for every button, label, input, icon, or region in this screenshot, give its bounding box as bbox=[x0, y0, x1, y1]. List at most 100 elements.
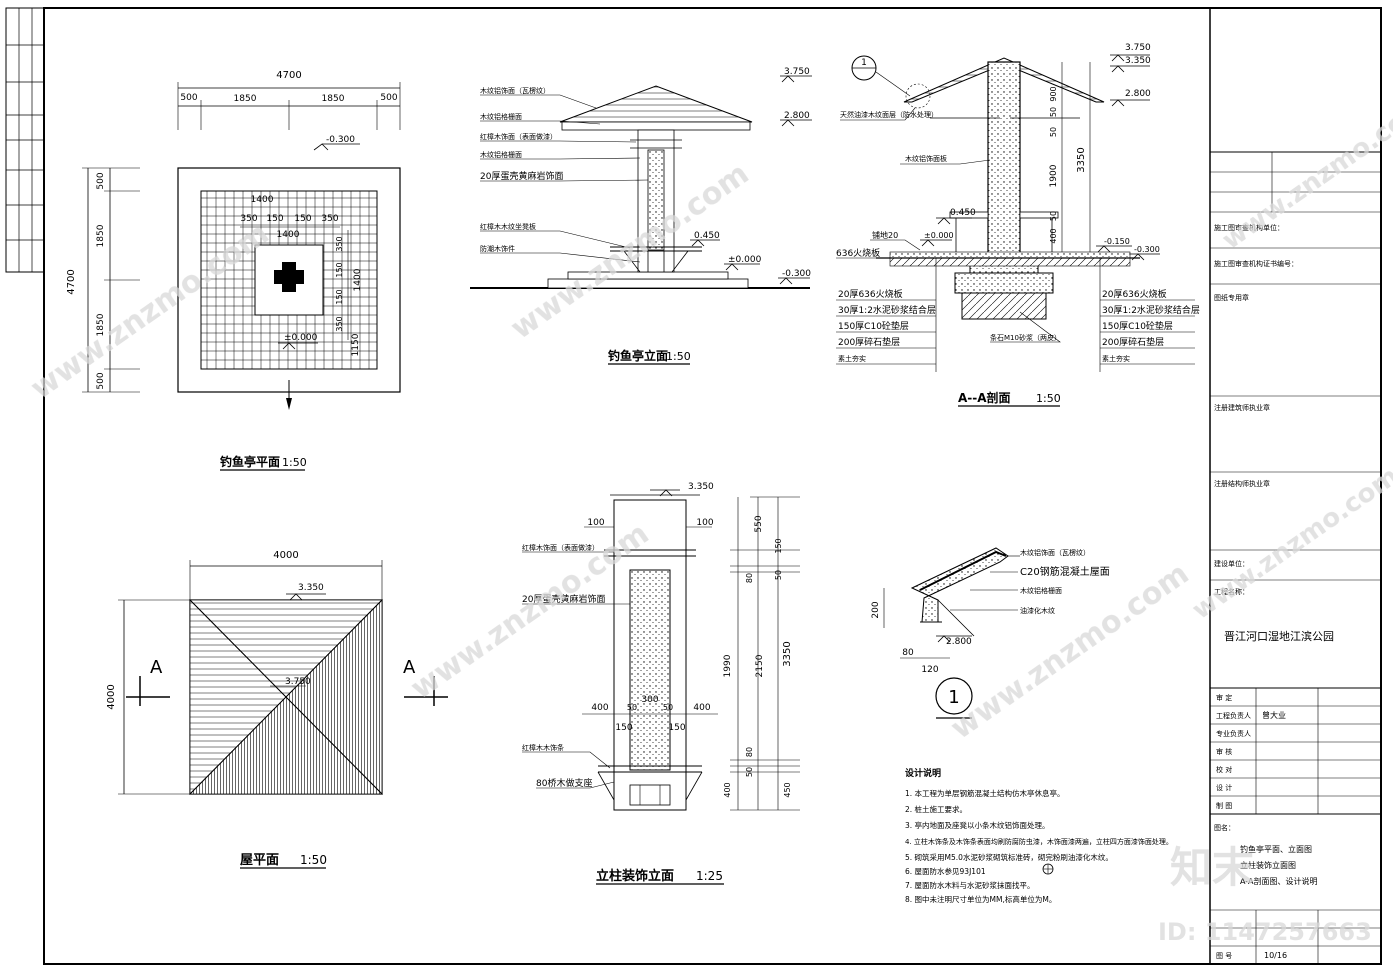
notes-title: 设计说明 bbox=[905, 767, 941, 779]
elevation-title: 钓鱼亭立面 bbox=[608, 348, 668, 363]
column-section-icon bbox=[274, 262, 304, 292]
section-dim-400: 400 bbox=[1049, 228, 1058, 243]
tb-role-5: 校 对 bbox=[1216, 765, 1232, 774]
tb-drawing-name-3: A-A剖面图、设计说明 bbox=[1240, 876, 1317, 886]
column-dim-r-3350: 3350 bbox=[782, 641, 793, 666]
notes-item-4: 4. 立柱木饰条及木饰条表面均刷防腐防虫漆，木饰面漆两遍，立柱四方面漆饰面处理。 bbox=[905, 837, 1173, 846]
section-note-stone2: 636火烧板 bbox=[836, 247, 880, 259]
plan-title: 钓鱼亭平面 bbox=[220, 454, 280, 469]
column-dim-r-50: 50 bbox=[774, 570, 783, 580]
tb-drawing-name-2: 立柱装饰立面图 bbox=[1240, 860, 1296, 870]
tb-role-7: 制 图 bbox=[1216, 801, 1232, 810]
elevation-scale: 1:50 bbox=[666, 350, 691, 363]
plan-scale: 1:50 bbox=[282, 456, 307, 469]
detail-dim-80: 80 bbox=[902, 648, 914, 658]
section-level-3750: 3.750 bbox=[1125, 43, 1151, 53]
tb-drawing-no-label: 图 号 bbox=[1216, 952, 1232, 960]
plan-dim-mid-left: 1850 bbox=[234, 94, 257, 104]
elev-level-2800: 2.800 bbox=[784, 111, 810, 121]
column-title: 立柱装饰立面 bbox=[596, 868, 674, 884]
tb-project-name: 晋江河口湿地江滨公园 bbox=[1224, 629, 1334, 643]
plan-dim-bot-v: 500 bbox=[96, 372, 106, 389]
watermark-id: ID: 1147257663 bbox=[1158, 918, 1372, 946]
layer-right-1: 20厚636火烧板 bbox=[1102, 288, 1167, 300]
title-block: 施工图审查机构单位： 施工图审查机构证书编号： 图纸专用章 注册建筑师执业章 注… bbox=[1209, 8, 1381, 964]
plan-dim-350-v: 350 bbox=[335, 236, 344, 251]
section-dim-1900: 1900 bbox=[1049, 164, 1059, 187]
plan-level-top: -0.300 bbox=[326, 135, 355, 145]
section-note-roof: 天然油漆木纹面层（防水处理） bbox=[840, 110, 938, 119]
pavilion-plan: 4700 500 1850 1850 500 4700 500 1850 185… bbox=[66, 70, 401, 471]
section-dim-50-b: 50 bbox=[1049, 127, 1058, 137]
plan-dim-150-a: 150 bbox=[266, 214, 283, 224]
detail-dim-200: 200 bbox=[871, 601, 881, 618]
roof-dim-vertical: 4000 bbox=[106, 684, 117, 709]
plan-dim-350-b: 350 bbox=[321, 214, 338, 224]
section-level-0000: ±0.000 bbox=[924, 231, 954, 240]
notes-item-1: 1. 本工程为单层钢筋混凝土结构仿木亭休息亭。 bbox=[905, 788, 1065, 798]
tb-unit-label: 施工图审查机构单位： bbox=[1214, 223, 1284, 232]
plan-dim-total-v: 4700 bbox=[66, 269, 77, 294]
detail-dim-120: 120 bbox=[921, 665, 938, 675]
detail-number-icon bbox=[935, 677, 973, 715]
column-note-4: 80桥木做支座 bbox=[536, 777, 592, 789]
plan-dim-350-v-b: 350 bbox=[335, 316, 344, 331]
section-note-stone: 铺地20 bbox=[872, 230, 898, 240]
section-scale: 1:50 bbox=[1036, 392, 1061, 405]
layer-right-4: 200厚碎石垫层 bbox=[1102, 336, 1164, 348]
plan-dim-150-v-b: 150 bbox=[335, 289, 344, 304]
column-dim-bot-1: 400 bbox=[591, 703, 608, 713]
section-mark-left: A bbox=[150, 657, 163, 678]
layer-right-5: 素土夯实 bbox=[1102, 354, 1130, 363]
column-note-2: 20厚蛋壳黄麻岩饰面 bbox=[522, 593, 605, 605]
section-level-0450: 0.450 bbox=[950, 208, 976, 218]
column-dim-r-550: 550 bbox=[754, 515, 764, 532]
tb-project-label: 工程名称： bbox=[1214, 587, 1249, 596]
column-dim-bot-2: 50 bbox=[627, 703, 637, 712]
section-note-footing: 条石M10砂浆（两皮） bbox=[990, 333, 1061, 342]
section-bubble-number: 1 bbox=[861, 58, 867, 68]
column-dim-150-right: 150 bbox=[668, 723, 685, 733]
elev-note-6: 红樟木木纹坐凳板 bbox=[480, 222, 536, 231]
roof-title: 屋平面 bbox=[240, 853, 279, 868]
tb-cert-label: 施工图审查机构证书编号： bbox=[1214, 259, 1298, 268]
column-dim-bot-5: 400 bbox=[693, 703, 710, 713]
column-level-3350: 3.350 bbox=[688, 482, 714, 492]
layer-left-5: 素土夯实 bbox=[838, 354, 866, 363]
section-level-3350: 3.350 bbox=[1125, 56, 1151, 66]
notes-item-5: 5. 砌筑采用M5.0水泥砂浆砌筑标准砖，砌完粉刷油漆化木纹。 bbox=[905, 852, 1113, 862]
column-dim-r-450: 450 bbox=[783, 782, 792, 797]
tb-person: 曾大业 bbox=[1262, 710, 1286, 720]
column-note-3: 红樟木木饰条 bbox=[522, 743, 564, 752]
notes-item-8: 8. 图中未注明尺寸单位为MM,标高单位为M。 bbox=[905, 894, 1056, 904]
column-note-1: 红樟木饰面（表面做漆） bbox=[522, 543, 599, 552]
detail-note-2: C20钢筋混凝土屋面 bbox=[1020, 565, 1110, 578]
notes-item-7: 7. 屋面防水木料与水泥砂浆抹面找平。 bbox=[905, 880, 1035, 890]
detail-note-4: 油漆化木纹 bbox=[1020, 606, 1055, 615]
roof-level-3750: 3.750 bbox=[285, 677, 311, 687]
layer-left-3: 150厚C10砼垫层 bbox=[838, 320, 909, 332]
column-dim-r-50b: 50 bbox=[745, 767, 754, 777]
notes-item-3: 3. 亭内地面及座凳以小条木纹铝饰面处理。 bbox=[905, 820, 1050, 830]
plan-dim-mid-bot-v: 1850 bbox=[96, 313, 106, 336]
column-elevation: 3.350 100 150 400 150 100 400 50 300 50 … bbox=[522, 482, 800, 885]
detail-note-1: 木纹铝饰面（瓦楞纹） bbox=[1020, 548, 1090, 557]
column-dim-top-1: 100 bbox=[587, 518, 604, 528]
column-scale: 1:25 bbox=[696, 869, 723, 883]
section-title: A--A剖面 bbox=[958, 390, 1011, 405]
column-dim-r-2150: 2150 bbox=[755, 654, 765, 677]
plan-dim-1400-v: 1400 bbox=[353, 268, 363, 291]
tb-review-stamp: 图纸专用章 bbox=[1214, 293, 1249, 302]
column-dim-r-80: 80 bbox=[745, 573, 754, 583]
roof-dim-horizontal: 4000 bbox=[273, 550, 298, 561]
sheet-frame bbox=[5, 7, 1382, 965]
section-level-m0300: -0.300 bbox=[1134, 245, 1160, 254]
tb-role-6: 设 计 bbox=[1216, 783, 1232, 792]
plan-dim-1150-v: 1150 bbox=[351, 333, 361, 356]
plan-dim-mid-right: 1850 bbox=[322, 94, 345, 104]
design-notes: 设计说明 1. 本工程为单层钢筋混凝土结构仿木亭休息亭。 2. 桩土施工要求。 … bbox=[905, 767, 1173, 904]
tb-build-unit: 建设单位： bbox=[1214, 559, 1249, 568]
notes-item-6: 6. 屋面防水参见93J101 bbox=[905, 866, 986, 876]
detail-level-2800: 2.800 bbox=[946, 637, 972, 647]
